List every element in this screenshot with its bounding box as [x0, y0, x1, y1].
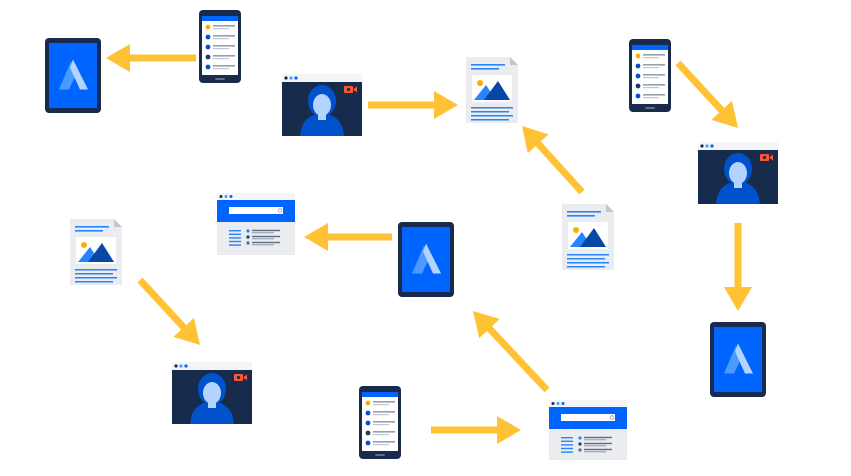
list-dot-icon [635, 73, 641, 79]
window-dot-icon [294, 76, 298, 80]
page-fold [606, 204, 614, 212]
window-dot-icon [174, 364, 178, 368]
image-placeholder-icon [568, 222, 608, 249]
home-button [215, 78, 225, 80]
list-dot-icon [205, 34, 211, 40]
phone-top-center [199, 10, 241, 83]
window-titlebar [217, 193, 295, 200]
search-icon [609, 415, 615, 420]
record-camera-icon [760, 154, 773, 161]
video-bottom-left [172, 362, 252, 424]
list-dot-icon [635, 83, 641, 89]
list-dot-icon [365, 430, 371, 436]
window-dot-icon [561, 402, 565, 405]
window-dot-icon [551, 402, 555, 405]
video-right [698, 142, 778, 204]
logo-icon [59, 59, 88, 90]
list-dot-icon [635, 93, 641, 99]
image-placeholder-icon [472, 75, 512, 102]
window-titlebar [172, 362, 252, 370]
window-dot-icon [219, 195, 223, 198]
node-layer [45, 10, 778, 460]
flow-arrow [675, 60, 738, 128]
flow-arrow [522, 126, 585, 195]
logo-icon [412, 243, 441, 274]
browser-content [549, 429, 627, 460]
window-dot-icon [700, 144, 704, 148]
window-titlebar [549, 400, 627, 407]
list-dot-icon [246, 241, 250, 245]
document-left [70, 219, 122, 285]
document-top-center [466, 57, 518, 123]
window-dot-icon [184, 364, 188, 368]
flow-arrow [304, 223, 392, 251]
window-dot-icon [284, 76, 288, 80]
home-button [645, 107, 655, 109]
list-dot-icon [365, 420, 371, 426]
window-dot-icon [179, 364, 183, 368]
list-dot-icon [635, 63, 641, 69]
list-dot-icon [246, 235, 250, 239]
list-dot-icon [635, 53, 641, 59]
list-dot-icon [365, 410, 371, 416]
list-dot-icon [205, 54, 211, 60]
person-icon [716, 153, 760, 204]
list-dot-icon [578, 442, 582, 446]
page-fold [510, 57, 518, 65]
flow-arrow [724, 223, 752, 311]
list-dot-icon [365, 400, 371, 406]
flow-arrow [431, 416, 521, 444]
list-dot-icon [578, 436, 582, 440]
window-dot-icon [289, 76, 293, 80]
window-dot-icon [556, 402, 560, 405]
list-dot-icon [205, 64, 211, 70]
flow-arrow [106, 44, 196, 72]
window-dot-icon [229, 195, 233, 198]
home-button [375, 454, 385, 456]
window-dot-icon [705, 144, 709, 148]
video-top-center [282, 74, 362, 136]
person-icon [300, 85, 344, 136]
logo-icon [724, 343, 753, 374]
list-dot-icon [246, 229, 250, 233]
search-bar [561, 414, 615, 421]
list-dot-icon [205, 44, 211, 50]
flow-arrow [137, 277, 200, 345]
search-icon [277, 208, 283, 213]
record-camera-icon [344, 86, 357, 93]
list-dot-icon [365, 440, 371, 446]
window-dot-icon [224, 195, 228, 198]
person-icon [190, 373, 234, 424]
browser-bottom-right [549, 400, 627, 460]
search-bar [229, 207, 283, 214]
list-dot-icon [578, 448, 582, 452]
document-center-right [562, 204, 614, 270]
record-camera-icon [234, 374, 247, 381]
window-dot-icon [710, 144, 714, 148]
list-dot-icon [205, 24, 211, 30]
window-titlebar [282, 74, 362, 82]
window-titlebar [698, 142, 778, 150]
browser-middle-left [217, 193, 295, 255]
tablet-bottom-right [710, 322, 766, 397]
flow-arrow [368, 91, 458, 119]
arrow-layer [106, 44, 752, 444]
page-fold [114, 219, 122, 227]
flow-arrow [473, 311, 550, 393]
tablet-center [398, 222, 454, 297]
phone-bottom-center [359, 386, 401, 459]
image-placeholder-icon [76, 237, 116, 264]
phone-top-right [629, 39, 671, 112]
tablet-top-left [45, 38, 101, 113]
